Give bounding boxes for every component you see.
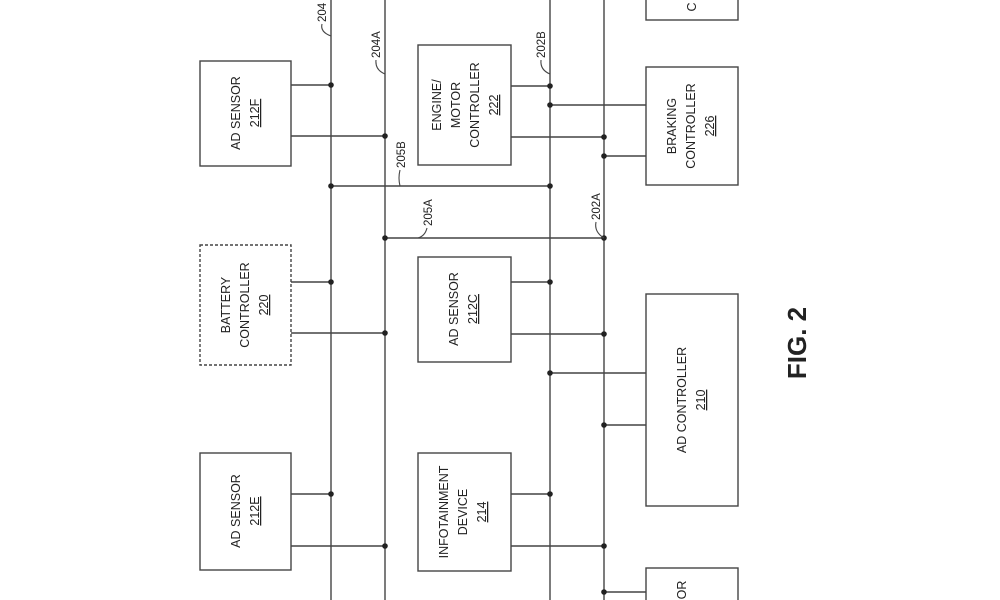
braking-controller-ref: 226	[703, 116, 717, 137]
junction-dot	[601, 153, 607, 159]
leader-202b	[541, 60, 550, 74]
ad-sensor-212e-label: AD SENSOR	[229, 474, 243, 548]
infotainment-ref: 214	[475, 502, 489, 523]
ad-controller-210-box	[646, 294, 738, 506]
junction-dot	[547, 370, 553, 376]
battery-controller-label-line1: BATTERY	[219, 276, 233, 333]
ad-sensor-212c-ref: 212C	[466, 294, 480, 324]
leader-204	[322, 24, 331, 36]
junction-dot	[601, 589, 607, 595]
ad-sensor-212f-ref: 212F	[248, 98, 262, 127]
junction-dot	[382, 543, 388, 549]
bus-label-202b: 202B	[536, 31, 548, 58]
bus-label-202a: 202A	[591, 193, 603, 220]
battery-controller-ref: 220	[257, 295, 271, 316]
junction-dot	[547, 83, 553, 89]
junction-dot	[547, 102, 553, 108]
junction-dot	[547, 279, 553, 285]
junction-dot	[601, 134, 607, 140]
junction-dot	[328, 82, 334, 88]
junction-dot	[547, 183, 553, 189]
leader-205a	[418, 228, 427, 238]
ad-sensor-212e-box	[200, 453, 291, 570]
junction-dot	[601, 543, 607, 549]
engine-motor-ref: 222	[487, 95, 501, 116]
leader-204a	[376, 60, 385, 74]
partial-box-bottom-right-label: OR	[675, 581, 689, 600]
junction-dot	[382, 133, 388, 139]
ad-sensor-212c-box	[418, 257, 511, 362]
junction-dot	[601, 331, 607, 337]
bus-label-204a: 204A	[371, 31, 383, 58]
junction-dot	[328, 491, 334, 497]
leader-205b	[399, 170, 400, 186]
bus-label-205a: 205A	[423, 199, 435, 226]
ad-sensor-212f-label: AD SENSOR	[229, 76, 243, 150]
ad-controller-label: AD CONTROLLER	[675, 347, 689, 453]
bus-label-204: 204	[317, 2, 329, 22]
figure-label: FIG. 2	[782, 307, 812, 379]
partial-box-bottom-right	[646, 568, 738, 600]
junction-dot	[328, 279, 334, 285]
ad-controller-ref: 210	[694, 390, 708, 411]
battery-controller-label-line2: CONTROLLER	[238, 262, 252, 347]
braking-controller-label-line1: BRAKING	[665, 98, 679, 154]
junction-dot	[382, 235, 388, 241]
ad-sensor-212c-label: AD SENSOR	[447, 272, 461, 346]
braking-controller-label-line2: CONTROLLER	[684, 83, 698, 168]
infotainment-label-line1: INFOTAINMENT	[437, 465, 451, 558]
infotainment-label-line2: DEVICE	[456, 489, 470, 536]
engine-motor-label-line1: ENGINE/	[430, 79, 444, 131]
engine-motor-label-line3: CONTROLLER	[468, 62, 482, 147]
bus-label-205b: 205B	[396, 141, 408, 168]
junction-dot	[328, 183, 334, 189]
junction-dot	[382, 330, 388, 336]
ad-sensor-212f-box	[200, 61, 291, 166]
junction-dot	[547, 491, 553, 497]
partial-box-top-right-label: C	[685, 2, 699, 11]
ad-sensor-212e-ref: 212E	[248, 496, 262, 525]
junction-dot	[601, 422, 607, 428]
engine-motor-label-line2: MOTOR	[449, 82, 463, 128]
